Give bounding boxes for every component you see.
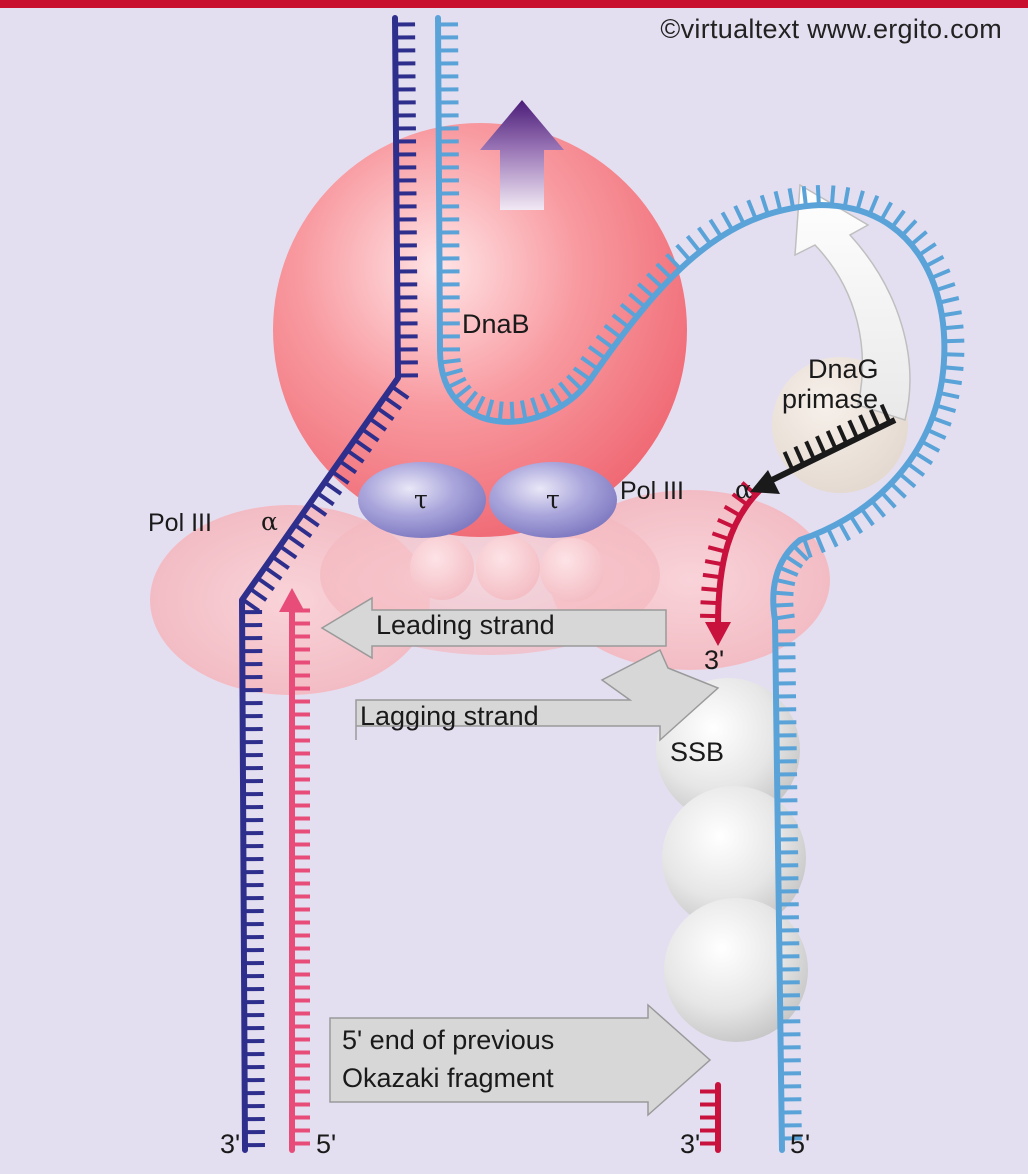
parental-strand-light-base [943, 367, 963, 369]
okazaki-label-line1: 5' end of previous [342, 1026, 554, 1056]
pol3-subunit [540, 538, 604, 602]
parental-strand-light-base [818, 185, 819, 205]
copyright-credit: ©virtualtext www.ergito.com [660, 14, 1002, 45]
okazaki-label-line2: Okazaki fragment [342, 1064, 554, 1094]
alpha-right-label: α [735, 476, 752, 504]
dnag-label: DnaG [808, 355, 879, 385]
parental-strand-light-base [500, 402, 502, 422]
parental-strand-light-base [944, 354, 964, 355]
tau-left-label: τ [414, 486, 428, 514]
pol3-subunit [476, 536, 540, 600]
lagging-strand-primer-base [701, 589, 719, 591]
parental-strand-light-base [832, 186, 834, 206]
top-band [0, 0, 1028, 8]
parental-strand-light-base [944, 326, 964, 328]
dnab-label: DnaB [462, 310, 530, 340]
pol3-left-label: Pol III [148, 510, 212, 538]
ssb-label: SSB [670, 738, 724, 768]
pol3-subunit [410, 536, 474, 600]
parental-strand-light-base [804, 186, 806, 206]
okazaki-fragment-arrow [330, 1005, 710, 1115]
parental-strand-light-base [773, 605, 793, 606]
left-3prime-label: 3' [220, 1130, 240, 1160]
primer-3prime-label: 3' [704, 646, 724, 676]
lagging-strand-label: Lagging strand [360, 702, 539, 732]
parental-strand-light-base [441, 360, 461, 362]
lagging-strand-primer-base [703, 575, 721, 577]
parental-strand-light-base [774, 593, 794, 594]
pol3-right-label: Pol III [620, 478, 684, 506]
parental-strand-light-base [512, 402, 513, 422]
tau-right-label: τ [546, 486, 560, 514]
primase-label: primase [782, 385, 878, 415]
lagging-strand-primer-base [701, 602, 719, 603]
left-5prime-label: 5' [316, 1130, 336, 1160]
leading-strand-label: Leading strand [376, 611, 555, 641]
right-5prime-label: 5' [790, 1130, 810, 1160]
alpha-left-label: α [261, 508, 278, 536]
right-3prime-label: 3' [680, 1130, 700, 1160]
parental-strand-light-base [944, 341, 964, 342]
